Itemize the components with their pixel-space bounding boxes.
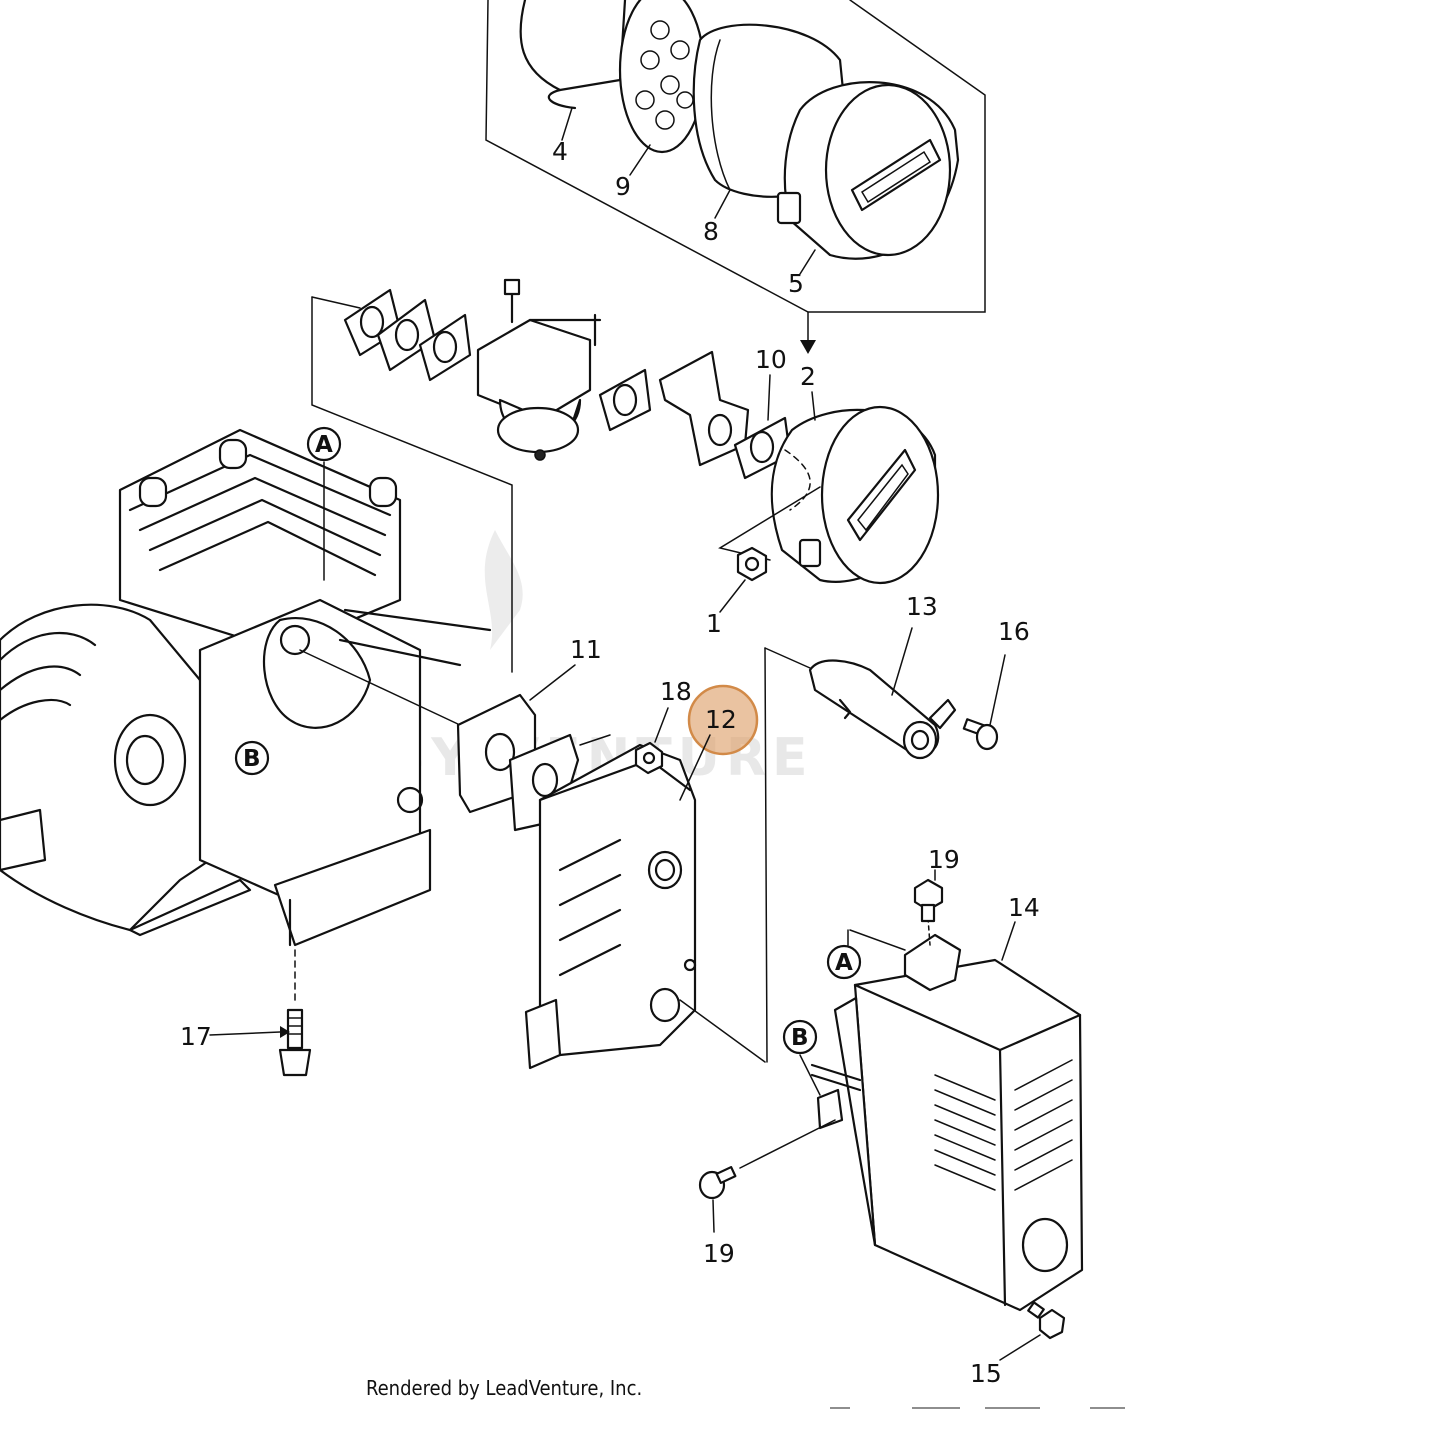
callout-8: 8 [703, 217, 719, 246]
callout-1: 1 [706, 609, 722, 638]
callout-9: 9 [615, 172, 631, 201]
credit-text: Rendered by LeadVenture, Inc. [366, 1376, 643, 1400]
part-19-screw-top: 19 [913, 845, 960, 923]
carb-gasket-right [598, 368, 652, 432]
callout-11: 11 [570, 635, 602, 664]
part-1-nut: 1 [706, 546, 768, 638]
highlight-ring-12 [687, 684, 759, 756]
callout-19-side: 19 [703, 1239, 735, 1268]
callout-10: 10 [755, 345, 787, 374]
muffler-guard-group: 14 A B [782, 893, 1084, 1312]
callout-4: 4 [552, 137, 568, 166]
part-5-filter-cover [776, 81, 960, 260]
exhaust-group: 11 18 12 [299, 635, 768, 1070]
callout-17: 17 [180, 1022, 212, 1051]
part-15-screw: 15 [970, 1301, 1066, 1388]
callout-19-top: 19 [928, 845, 960, 874]
callout-16: 16 [998, 617, 1030, 646]
part-4-filter-base [519, 0, 627, 110]
callout-14: 14 [1008, 893, 1040, 922]
part-2-air-cleaner-assembly: 2 [718, 362, 940, 585]
engine-block: 17 A B [0, 426, 492, 1077]
part-9-filter-screen [618, 0, 706, 154]
spark-arrester-group: 13 16 [764, 592, 1030, 760]
reference-marker-a-engine: A [315, 432, 333, 458]
carburetor-group: 10 [311, 278, 792, 673]
reference-marker-a-guard: A [835, 950, 853, 976]
callout-18: 18 [660, 677, 692, 706]
part-18-nut [634, 741, 664, 775]
carb-gasket-mid [418, 313, 472, 382]
part-16-screw: 16 [962, 617, 1030, 751]
callout-5: 5 [788, 269, 804, 298]
carburetor-body [476, 278, 602, 461]
callout-15: 15 [970, 1359, 1002, 1388]
part-17-bolt: 17 [180, 949, 312, 1077]
callout-12[interactable]: 12 [705, 705, 737, 734]
callout-13: 13 [906, 592, 938, 621]
part-19-screw-side: 19 [698, 1119, 836, 1268]
air-filter-exploded-group: 4 9 8 5 [485, 0, 986, 354]
reference-marker-b-engine: B [243, 746, 261, 772]
callout-2: 2 [800, 362, 816, 391]
reference-marker-b-guard: B [791, 1025, 809, 1051]
